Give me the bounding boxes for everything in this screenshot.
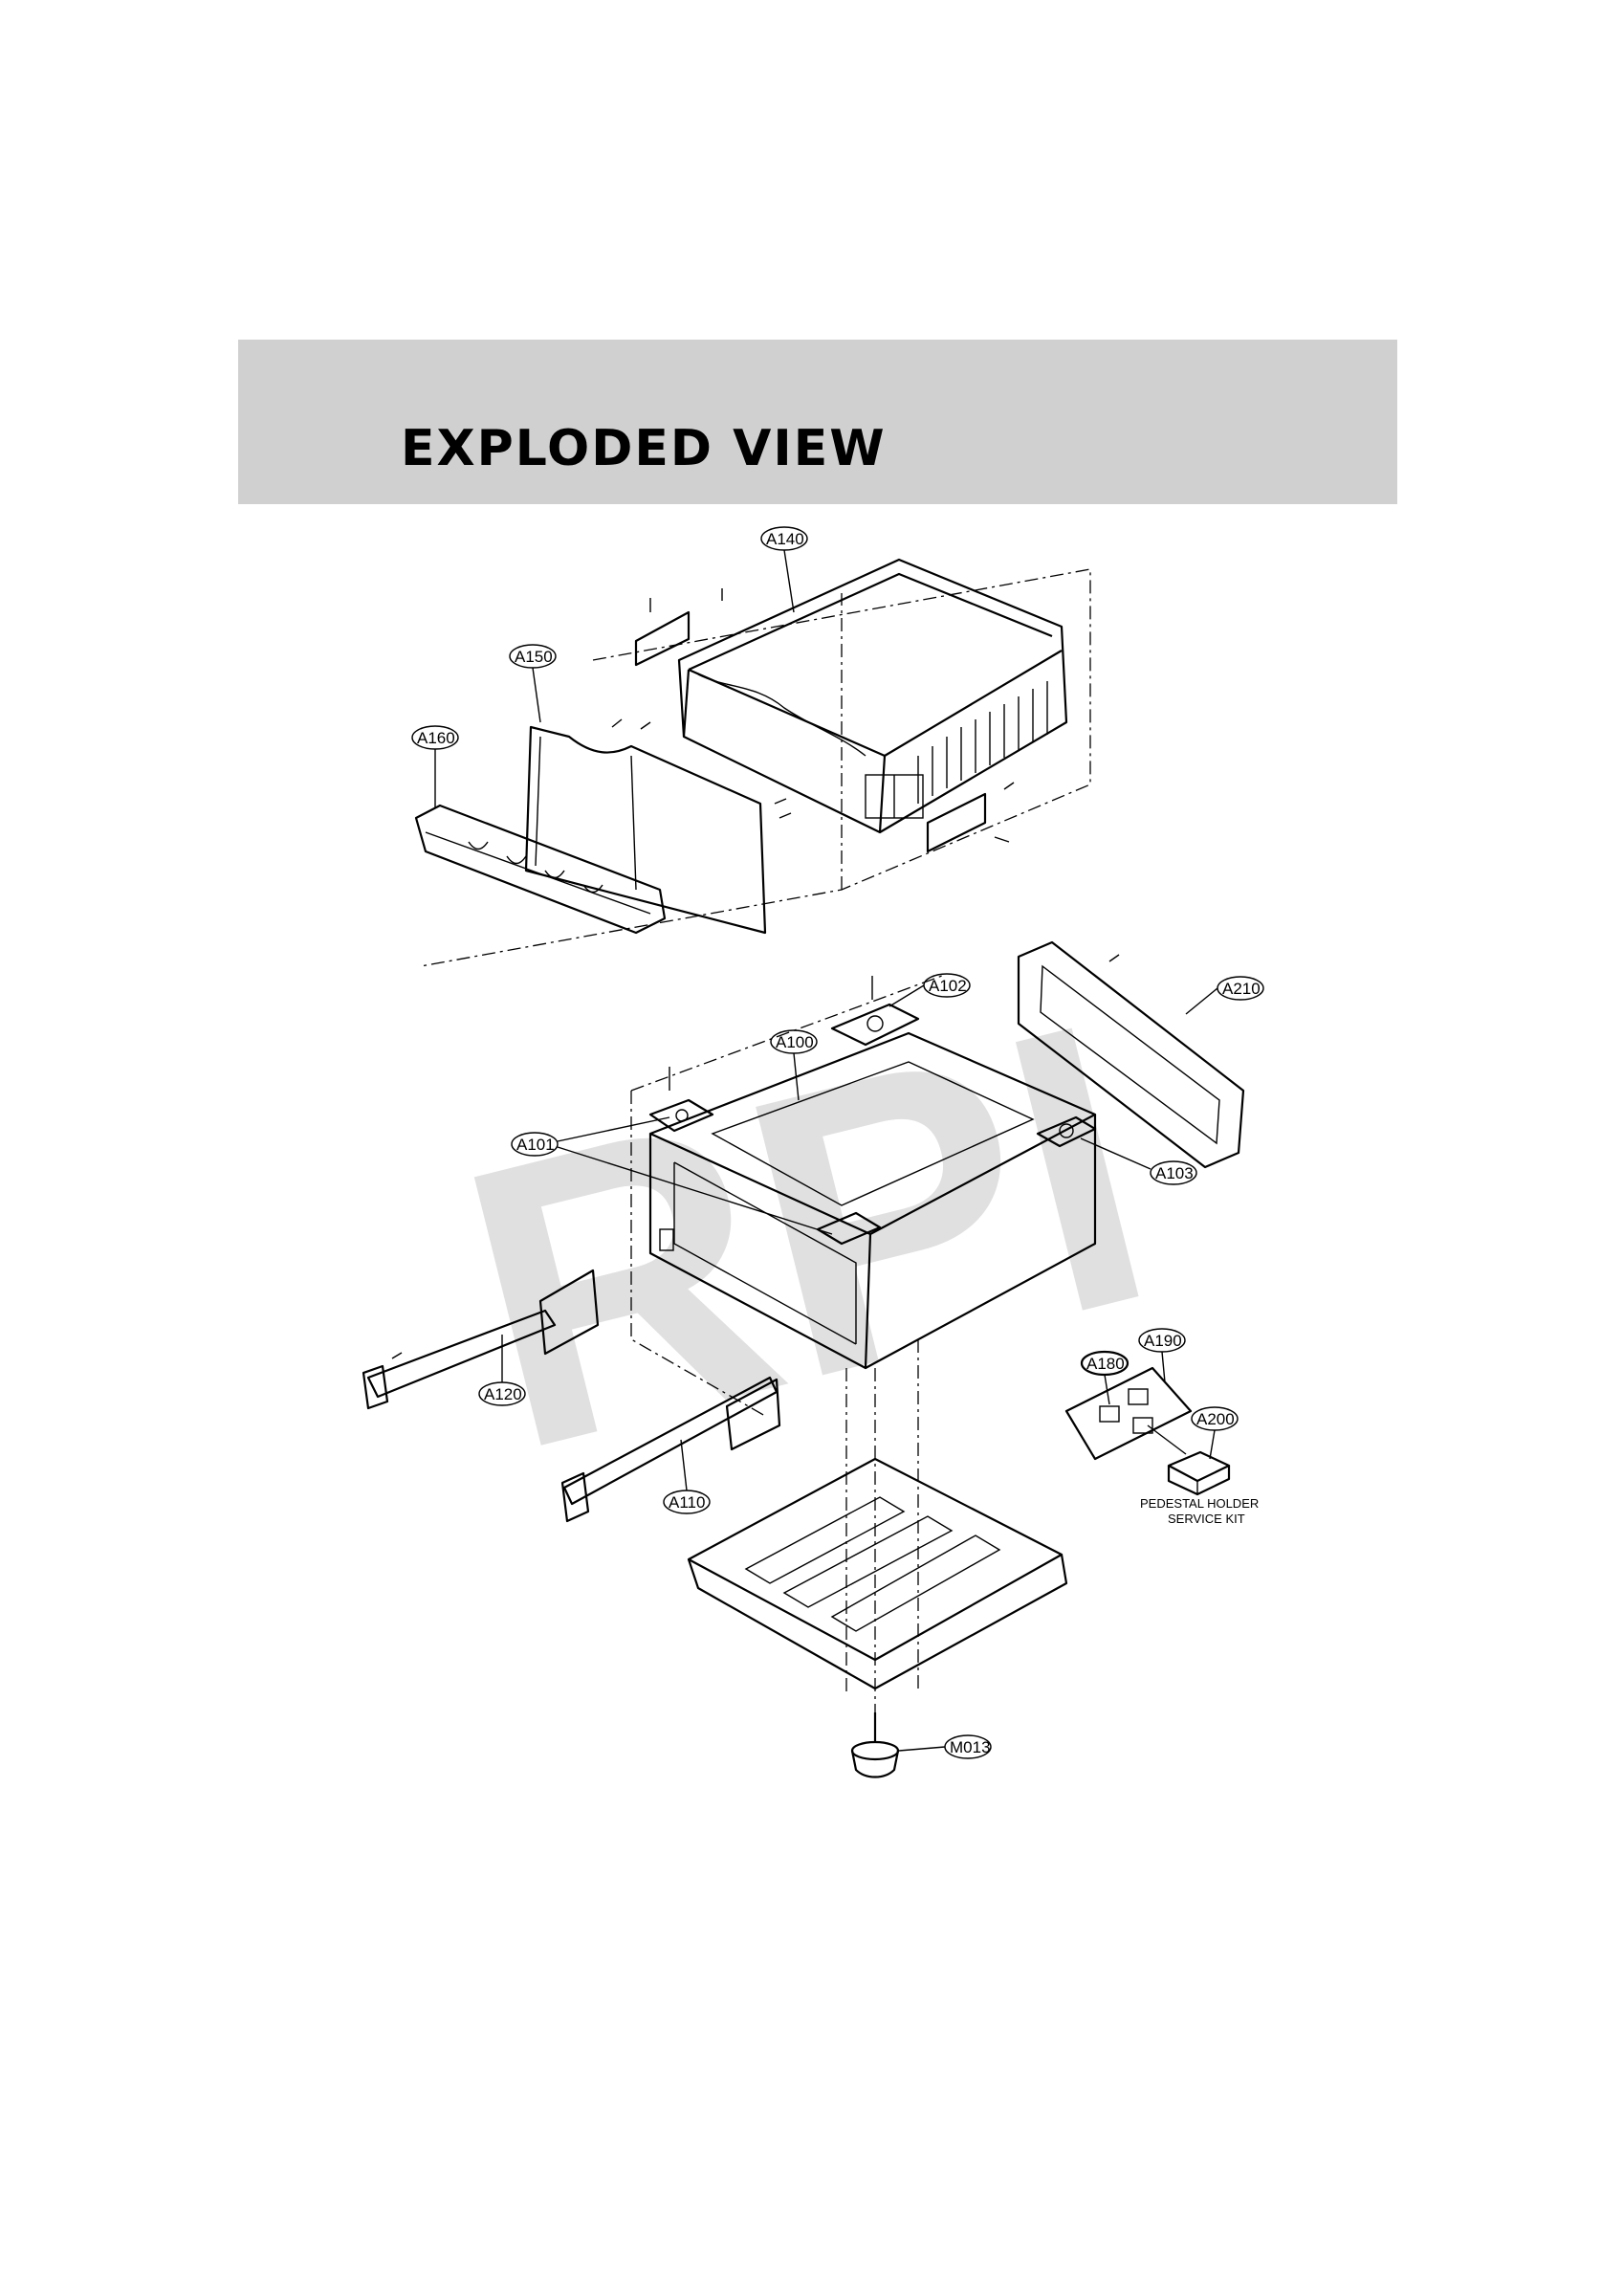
label-a150: A150	[509, 644, 557, 723]
label-a190-text: A190	[1144, 1332, 1182, 1350]
frame-a210	[1017, 940, 1245, 1169]
label-a210: A210	[1185, 976, 1264, 1015]
hinge-bracket-a102	[830, 976, 920, 1047]
front-panel-a150	[524, 718, 792, 935]
label-a101-text: A101	[516, 1136, 555, 1154]
label-a210-text: A210	[1222, 980, 1261, 998]
label-a140: A140	[760, 526, 808, 613]
label-a101: A101	[511, 1116, 833, 1235]
label-a120-text: A120	[484, 1385, 522, 1403]
slide-rail-a110	[560, 1376, 781, 1523]
leveling-foot-m013	[850, 1712, 900, 1778]
page-title: EXPLODED VIEW	[401, 420, 887, 477]
hinge-bracket-a101	[648, 1067, 882, 1246]
label-a110-text: A110	[669, 1493, 705, 1512]
label-a103: A103	[1080, 1137, 1197, 1185]
label-a190: A190	[1138, 1328, 1186, 1383]
slide-rail-a120	[362, 1269, 600, 1410]
label-a103-text: A103	[1155, 1164, 1194, 1182]
label-a110: A110	[663, 1439, 711, 1514]
label-a150-text: A150	[515, 648, 553, 666]
label-a160-text: A160	[417, 729, 455, 747]
label-a120: A120	[478, 1335, 526, 1406]
label-a200-text: A200	[1196, 1410, 1235, 1428]
upper-assembly-outline	[420, 568, 1091, 967]
label-m013: M013	[898, 1734, 992, 1759]
label-a200: A200	[1191, 1406, 1239, 1460]
tray-a140	[677, 558, 1068, 834]
kit-label-line2: SERVICE KIT	[1168, 1512, 1245, 1526]
label-a140-text: A140	[766, 530, 804, 548]
label-a180-text: A180	[1086, 1355, 1125, 1373]
hinge-bracket-a103	[1036, 1115, 1097, 1148]
pedestal-holder-kit	[1064, 1366, 1231, 1496]
label-a102: A102	[888, 973, 971, 1007]
bottom-plate	[687, 1339, 1068, 1712]
header-banner: EXPLODED VIEW	[238, 340, 1397, 504]
kit-label-line1: PEDESTAL HOLDER	[1140, 1496, 1259, 1511]
cabinet-outline	[630, 975, 943, 1417]
tray-bracket-left	[634, 588, 723, 667]
label-a102-text: A102	[929, 977, 967, 995]
label-m013-text: M013	[950, 1738, 991, 1756]
label-a100: A100	[770, 1029, 818, 1101]
label-a180: A180	[1080, 1350, 1130, 1405]
watermark: RPI	[428, 938, 1186, 1534]
label-a160: A160	[411, 725, 459, 808]
tray-bracket-right	[926, 782, 1015, 853]
handle-a160	[414, 804, 667, 935]
cabinet-a100	[648, 1031, 1097, 1370]
label-a100-text: A100	[776, 1033, 814, 1051]
